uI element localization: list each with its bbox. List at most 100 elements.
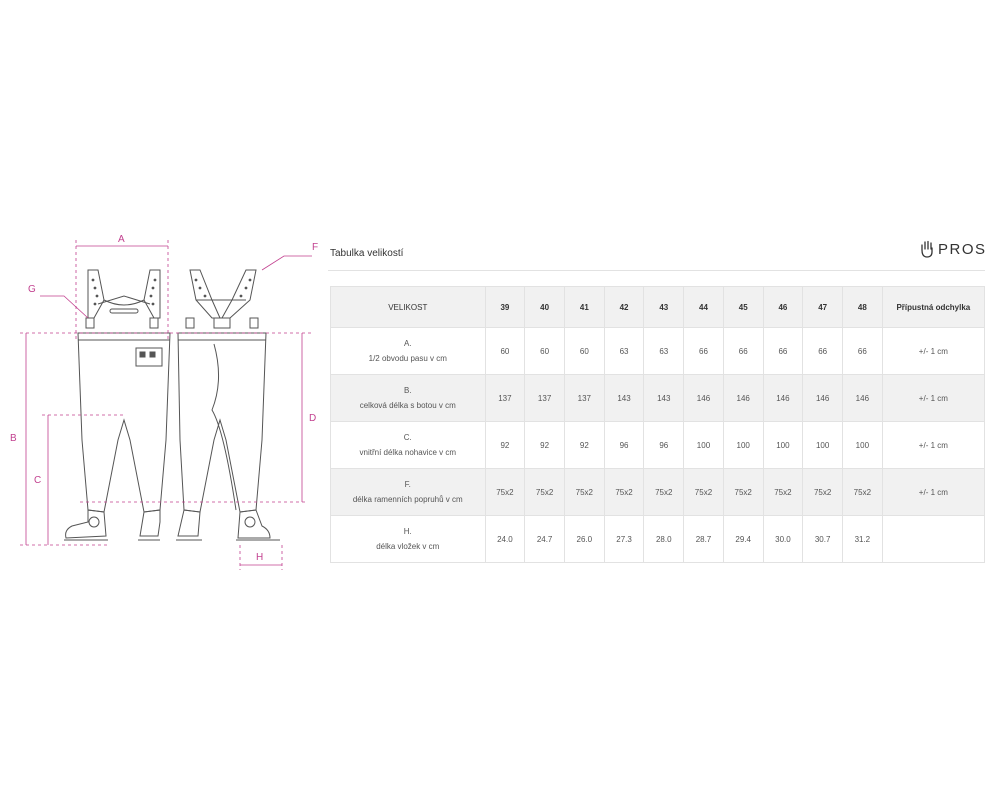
label-a: A [118, 234, 125, 245]
label-h: H [256, 552, 263, 563]
size-value-cell: 75x2 [762, 468, 804, 516]
brand-name: PROS [938, 240, 987, 258]
header-size: 42 [603, 286, 645, 328]
size-value-cell: 75x2 [524, 468, 565, 516]
size-value-cell: 31.2 [842, 515, 883, 563]
size-value-cell: 30.7 [802, 515, 843, 563]
size-value-cell: 24.0 [484, 515, 526, 563]
row-parameter: F. délka ramenních popruhů v cm [330, 468, 486, 516]
row-parameter: H. délka vložek v cm [330, 515, 486, 563]
header-size: 44 [683, 286, 724, 328]
size-value-cell: 92 [563, 421, 605, 469]
waders-diagram: A B C D F G H [10, 234, 318, 570]
tolerance-cell: +/- 1 cm [881, 327, 986, 375]
row-description: 1/2 obvodu pasu v cm [368, 354, 447, 363]
size-value-cell: 60 [563, 327, 605, 375]
size-value-cell: 100 [683, 421, 724, 469]
size-value-cell: 146 [842, 374, 883, 422]
size-value-cell: 66 [722, 327, 764, 375]
tolerance-cell: +/- 1 cm [881, 468, 986, 516]
row-parameter: A. 1/2 obvodu pasu v cm [330, 327, 486, 375]
row-code: C. [403, 433, 412, 442]
label-d: D [309, 413, 316, 424]
header-size: 47 [802, 286, 843, 328]
size-value-cell: 66 [802, 327, 843, 375]
hand-icon [921, 240, 933, 258]
row-code: H. [403, 527, 412, 536]
size-value-cell: 75x2 [802, 468, 843, 516]
row-code: F. [404, 480, 411, 489]
size-value-cell: 60 [524, 327, 565, 375]
size-value-cell: 63 [643, 327, 685, 375]
tolerance-cell [881, 515, 986, 563]
label-f: F [312, 242, 318, 253]
size-value-cell: 143 [643, 374, 685, 422]
waders-back-view [176, 269, 280, 541]
header-tolerance: Přípustná odchylka [881, 286, 986, 328]
size-header-row: VELIKOST 39 40 41 42 43 44 45 46 47 48 P… [330, 286, 986, 328]
row-description: celková délka s botou v cm [359, 401, 456, 410]
header-size: 40 [524, 286, 565, 328]
size-value-cell: 30.0 [762, 515, 804, 563]
label-c: C [34, 475, 41, 486]
size-value-cell: 75x2 [643, 468, 685, 516]
size-value-cell: 100 [802, 421, 843, 469]
size-value-cell: 75x2 [484, 468, 526, 516]
size-value-cell: 63 [603, 327, 645, 375]
size-value-cell: 66 [683, 327, 724, 375]
size-value-cell: 28.7 [683, 515, 724, 563]
size-value-cell: 75x2 [563, 468, 605, 516]
size-value-cell: 143 [603, 374, 645, 422]
size-value-cell: 146 [762, 374, 804, 422]
brand-logo: PROS [920, 240, 987, 258]
row-description: délka ramenních popruhů v cm [352, 495, 463, 504]
size-value-cell: 96 [643, 421, 685, 469]
row-description: vnitřní délka nohavice v cm [359, 448, 457, 457]
size-value-cell: 26.0 [563, 515, 605, 563]
row-code: A. [403, 339, 412, 348]
size-value-cell: 92 [524, 421, 565, 469]
header-size: 48 [842, 286, 883, 328]
header-size: 43 [643, 286, 685, 328]
header-size: 39 [484, 286, 526, 328]
label-g: G [28, 284, 36, 295]
dimension-lines [20, 240, 312, 570]
table-title: Tabulka velikostí [330, 248, 404, 259]
size-value-cell: 29.4 [722, 515, 764, 563]
tolerance-cell: +/- 1 cm [881, 374, 986, 422]
size-value-cell: 66 [842, 327, 883, 375]
size-value-cell: 28.0 [643, 515, 685, 563]
label-b: B [10, 433, 17, 444]
size-value-cell: 66 [762, 327, 804, 375]
size-value-cell: 75x2 [842, 468, 883, 516]
size-value-cell: 100 [762, 421, 804, 469]
size-value-cell: 100 [842, 421, 883, 469]
size-value-cell: 146 [802, 374, 843, 422]
size-table: VELIKOST 39 40 41 42 43 44 45 46 47 48 P… [330, 286, 986, 563]
waders-front-view [64, 269, 171, 541]
size-value-cell: 137 [524, 374, 565, 422]
size-value-cell: 24.7 [524, 515, 565, 563]
size-value-cell: 137 [484, 374, 526, 422]
tolerance-cell: +/- 1 cm [881, 421, 986, 469]
row-code: B. [403, 386, 412, 395]
size-value-cell: 75x2 [722, 468, 764, 516]
header-size: 45 [722, 286, 764, 328]
size-value-cell: 146 [683, 374, 724, 422]
size-value-cell: 27.3 [603, 515, 645, 563]
row-description: délka vložek v cm [376, 542, 440, 551]
title-divider [328, 270, 985, 271]
row-parameter: C. vnitřní délka nohavice v cm [330, 421, 486, 469]
size-value-cell: 96 [603, 421, 645, 469]
size-value-cell: 75x2 [603, 468, 645, 516]
size-value-cell: 100 [722, 421, 764, 469]
size-value-cell: 92 [484, 421, 526, 469]
header-size: 46 [762, 286, 804, 328]
size-value-cell: 60 [484, 327, 526, 375]
row-parameter: B. celková délka s botou v cm [330, 374, 486, 422]
header-size-label: VELIKOST [330, 286, 486, 328]
size-value-cell: 75x2 [683, 468, 724, 516]
